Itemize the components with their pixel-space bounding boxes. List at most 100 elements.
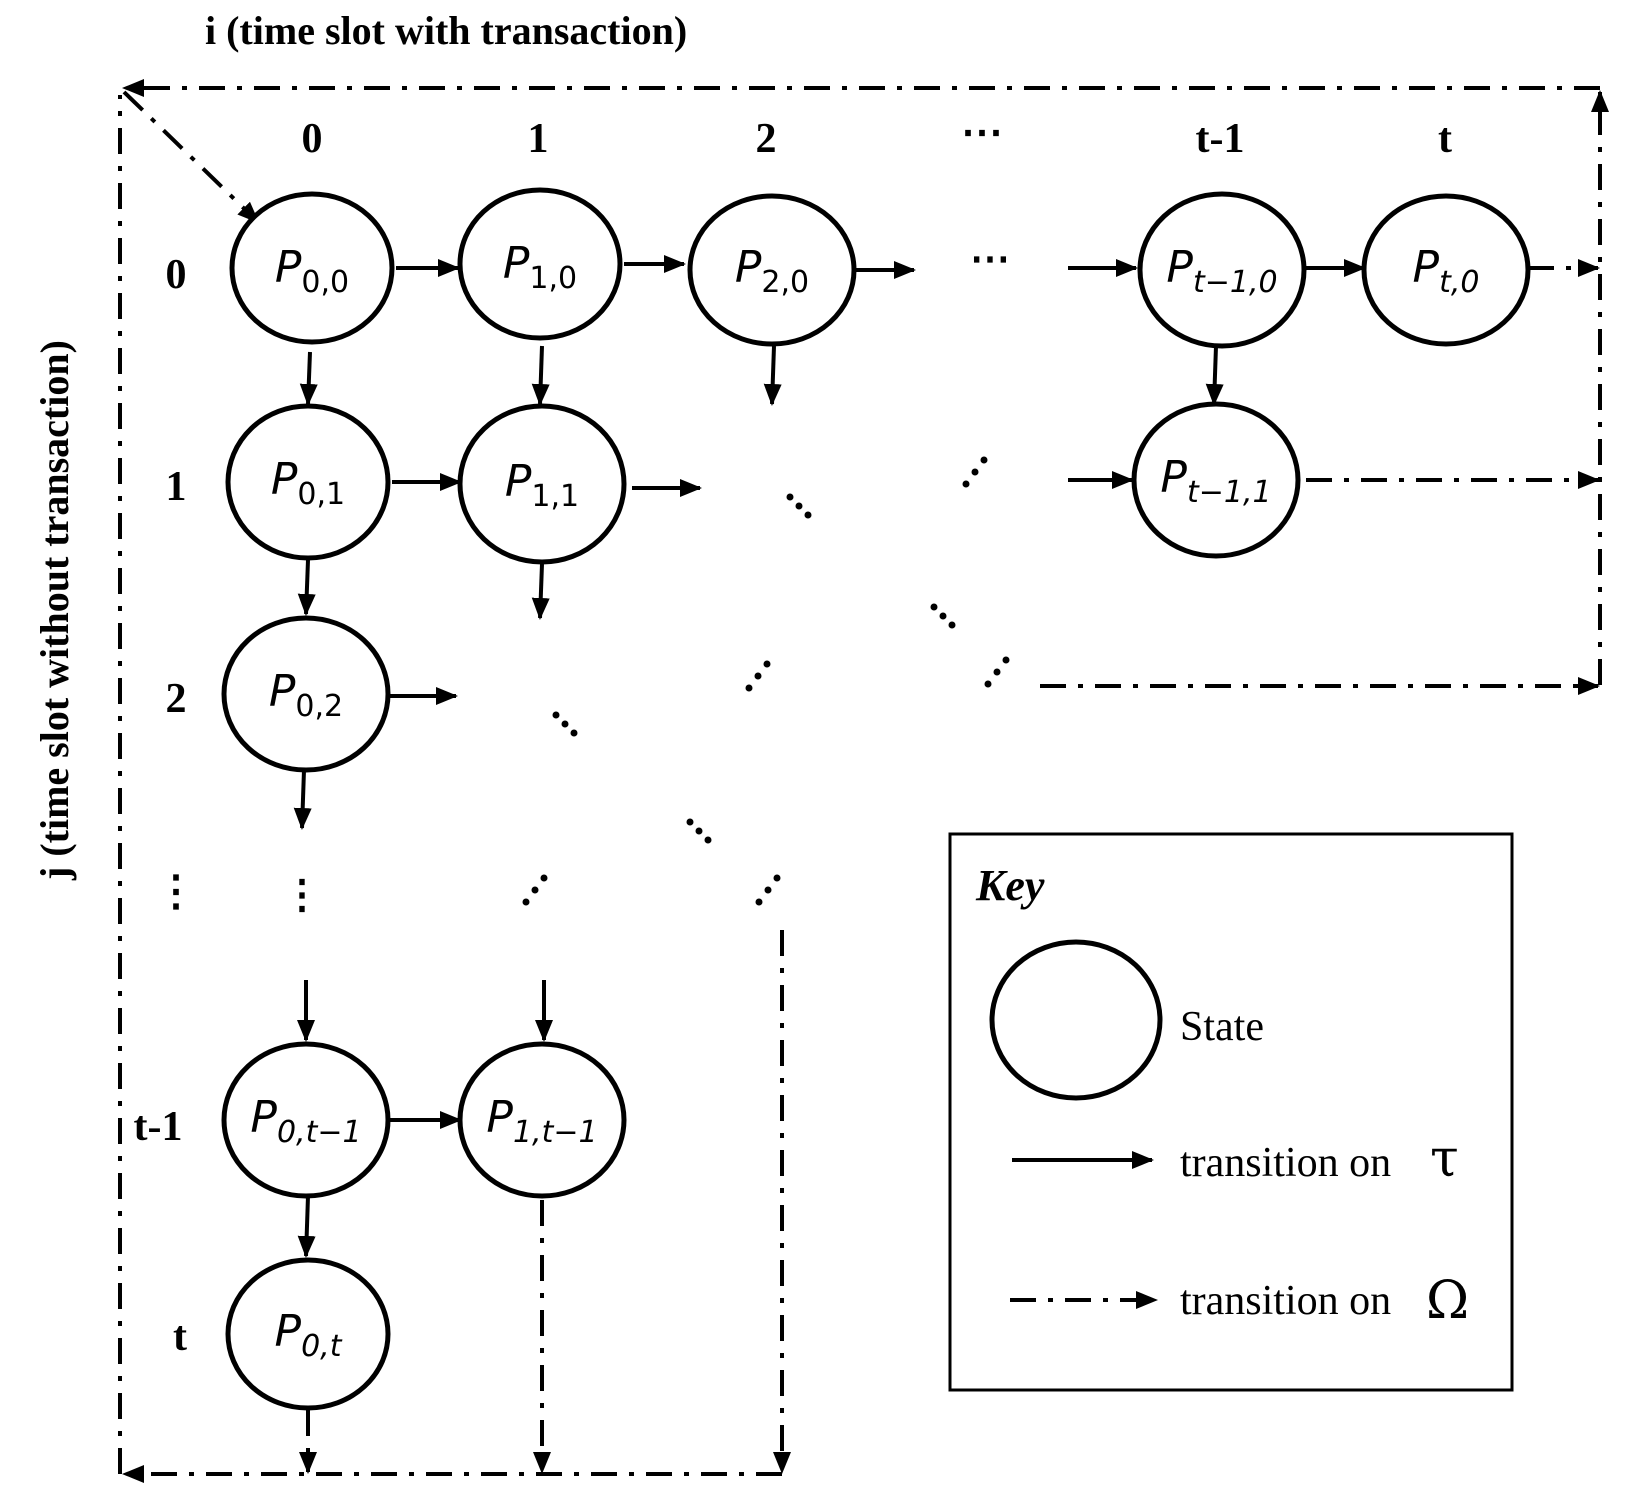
state-pt0-base: P (1413, 242, 1440, 293)
state-p0t-base: P (275, 1306, 302, 1357)
state-p1t1-circle (457, 1041, 627, 1199)
state-p02-circle (221, 615, 391, 773)
legend-tau-symbol: τ (1430, 1129, 1459, 1189)
state-p01: P0,1 (225, 403, 391, 561)
state-p10: P1,0 (457, 187, 623, 341)
state-p0t: P0,t (225, 1257, 391, 1411)
state-pt0: Pt,0 (1361, 193, 1531, 347)
col-index-0: 0 (302, 116, 323, 162)
row-index-ellipsis: ⋮ (155, 869, 197, 915)
tau-p01-p02 (297, 559, 316, 616)
state-p0t-circle (225, 1257, 391, 1411)
state-p10-base: P (503, 238, 530, 289)
state-p20-base: P (735, 242, 762, 293)
y-axis-title: j (time slot without transaction) (32, 340, 77, 881)
ellipses: ⋯ ⋮ (282, 236, 1010, 917)
row-index-0: 0 (166, 252, 187, 298)
diag-dots-3 (930, 603, 956, 629)
state-p11-sub: 1,1 (531, 479, 579, 514)
diag-dots-4 (984, 656, 1010, 688)
state-pt11-label: Pt−1,1 (1160, 452, 1271, 510)
col-index-t-1: t-1 (1196, 116, 1245, 162)
state-p10-circle (457, 187, 623, 341)
state-p00-label: P0,0 (275, 242, 349, 300)
diagonal-ellipsis-group (522, 456, 1010, 906)
state-p11: P1,1 (457, 403, 627, 565)
col-index-t: t (1438, 116, 1452, 162)
state-p0t1-base: P (250, 1092, 277, 1143)
tau-pt10-pt11 (1205, 345, 1224, 406)
diag-dots-1 (786, 493, 812, 519)
state-p0t1: P0,t−1 (221, 1041, 391, 1199)
state-pt11: Pt−1,1 (1131, 401, 1301, 559)
row-index-t: t (173, 1314, 187, 1360)
state-pt0-sub: t,0 (1439, 265, 1479, 300)
state-pt10-base: P (1166, 242, 1193, 293)
col-index-ellipsis: ⋯ (961, 110, 1003, 156)
state-p01-base: P (271, 454, 298, 505)
legend-state-label: State (1180, 1004, 1264, 1050)
column-indices: 0 1 2 ⋯ t-1 t (302, 110, 1453, 162)
state-p10-label: P1,0 (503, 238, 577, 296)
row-index-t-1: t-1 (134, 1104, 183, 1150)
omega-feedback-loop (118, 79, 1609, 1483)
state-p11-circle (457, 403, 627, 565)
state-pt10-label: Pt−1,0 (1166, 242, 1277, 300)
col0-ellipsis: ⋮ (282, 872, 322, 917)
state-p1t1: P1,t−1 (457, 1041, 627, 1199)
diag-dots-7 (686, 818, 712, 844)
tau-transitions (293, 255, 1366, 1258)
state-p1t1-base: P (486, 1092, 513, 1143)
legend-omega-label: transition on (1180, 1278, 1391, 1324)
state-p00: P0,0 (229, 191, 395, 345)
diag-dots-5 (745, 660, 771, 692)
state-p0t1-sub: 0,t−1 (277, 1115, 362, 1150)
state-pt11-sub: t−1,1 (1187, 475, 1272, 510)
states: P0,0 P1,0 P2,0 Pt−1,0 Pt,0 P0,1 P1,1 Pt (221, 187, 1531, 1411)
state-p20-label: P2,0 (735, 242, 809, 300)
state-pt0-circle (1361, 193, 1531, 347)
row-index-2: 2 (166, 676, 187, 722)
state-p0t-sub: 0,t (301, 1329, 343, 1364)
tau-p02-down (293, 769, 312, 830)
state-p01-sub: 0,1 (297, 477, 345, 512)
state-p02-sub: 0,2 (295, 689, 343, 724)
state-p00-base: P (275, 242, 302, 293)
state-p02-label: P0,2 (269, 666, 343, 724)
legend-title: Key (975, 861, 1045, 910)
state-p02-base: P (269, 666, 296, 717)
tau-p10-p11 (531, 345, 550, 406)
state-p00-sub: 0,0 (301, 265, 349, 300)
state-p01-label: P0,1 (271, 454, 345, 512)
tau-p00-p01 (299, 351, 318, 406)
state-pt10: Pt−1,0 (1137, 191, 1307, 349)
row-index-1: 1 (166, 464, 187, 510)
legend-box: Key State transition on τ transition on … (948, 832, 1514, 1392)
diag-dots-9 (755, 874, 781, 906)
legend-omega-symbol: Ω (1426, 1271, 1469, 1331)
state-p0t1-label: P0,t−1 (250, 1092, 361, 1150)
state-p10-sub: 1,0 (529, 261, 577, 296)
state-p11-label: P1,1 (505, 456, 579, 514)
x-axis-title: i (time slot with transaction) (205, 8, 687, 53)
state-p20-circle (687, 193, 857, 347)
state-pt11-base: P (1160, 452, 1187, 503)
state-p01-circle (225, 403, 391, 561)
state-p1t1-label: P1,t−1 (486, 1092, 597, 1150)
tau-p0t1-p0t (297, 1195, 316, 1258)
col-index-1: 1 (528, 116, 549, 162)
state-p11-base: P (505, 456, 532, 507)
state-p0t1-circle (221, 1041, 391, 1199)
state-p00-circle (229, 191, 395, 345)
state-pt10-circle (1137, 191, 1307, 349)
state-p0t-label: P0,t (275, 1306, 343, 1364)
diag-dots-6 (552, 711, 578, 737)
state-p20: P2,0 (687, 193, 857, 347)
state-pt11-circle (1131, 401, 1301, 559)
legend-tau-label: transition on (1180, 1140, 1391, 1186)
state-pt0-label: Pt,0 (1413, 242, 1480, 300)
legend-state-symbol (989, 939, 1163, 1101)
legend-border (948, 832, 1514, 1392)
row-indices: 0 1 2 ⋮ t-1 t (134, 252, 197, 1360)
